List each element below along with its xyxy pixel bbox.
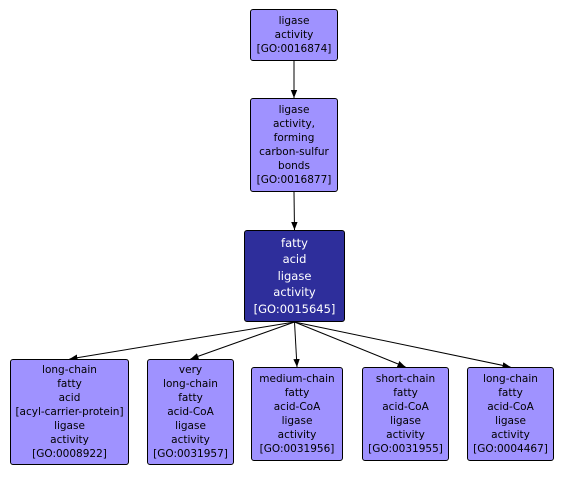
node-label-line: [acyl-carrier-protein] [15,406,124,418]
node-label-line: ligase [278,15,310,27]
node-label-line: ligase [277,268,312,283]
go-term-node-n16874[interactable]: ligase activity [GO:0016874] [250,9,338,61]
node-label-line: acid [58,392,81,404]
edge-n15645-to-n31955 [294,321,406,368]
node-label-line: ligase [495,415,526,427]
go-term-node-n4467[interactable]: long-chain fatty acid-CoA ligase activity [GO… [467,367,554,461]
node-label-line: activity [491,429,530,441]
node-label-line: acid-CoA [167,406,214,418]
node-label-line: fatty [284,387,310,399]
node-label-line: acid-CoA [382,401,429,413]
node-label-line: fatty [178,392,203,404]
node-label-line: activity [273,285,316,300]
edge-n15645-to-n31957 [190,321,295,360]
edge-n15645-to-n31956 [293,321,300,368]
edge-n15645-to-n4467 [294,321,511,369]
edge-n16877-to-n15645 [291,191,298,231]
node-label-line: long-chain [42,364,97,376]
node-label-line: fatty [57,378,82,390]
node-label-line: acid-CoA [487,401,534,413]
node-label-line: ligase [54,420,85,432]
go-term-node-n31956[interactable]: medium-chain fatty acid-CoA ligase activity [… [251,367,343,461]
node-label-line: [GO:0004467] [473,443,548,455]
node-label-line: [GO:0031955] [368,443,443,455]
node-label-line: forming [273,132,315,144]
node-label-line: [GO:0016874] [256,43,332,55]
node-label-line: acid [282,252,307,267]
node-label-line: long-chain [163,378,218,390]
node-label-line: activity [386,429,425,441]
node-label-line: ligase [278,104,310,116]
go-term-node-n31957[interactable]: very long-chain fatty acid-CoA ligase activit… [147,359,234,465]
node-label-line: acid-CoA [273,401,321,413]
node-label-line: activity [50,434,89,446]
node-label-line: [GO:0016877] [256,174,332,186]
node-label-line: activity [274,29,314,41]
node-label-line: ligase [390,415,421,427]
node-label-line: activity [277,429,317,441]
node-label-line: [GO:0015645] [253,301,336,316]
node-label-line: medium-chain [259,373,335,385]
node-label-line: [GO:0031957] [153,448,228,460]
go-term-node-n16877[interactable]: ligase activity, forming carbon-sulfur bonds… [250,98,338,192]
node-label-line: very [178,364,203,376]
node-label-line: activity [171,434,210,446]
go-term-node-n8922[interactable]: long-chain fatty acid [acyl-carrier-protein… [10,359,129,465]
node-label-line: ligase [281,415,313,427]
node-label-line: short-chain [375,373,436,385]
node-label-line: long-chain [483,373,538,385]
go-term-node-n31955[interactable]: short-chain fatty acid-CoA ligase activity [G… [362,367,449,461]
edge-n15645-to-n8922 [69,321,295,361]
node-label-line: fatty [281,235,308,250]
node-label-line: ligase [175,420,206,432]
node-label-line: fatty [498,387,523,399]
node-label-line: [GO:0008922] [32,448,107,460]
node-label-line: bonds [278,160,310,172]
node-label-line: carbon-sulfur [259,146,329,158]
node-label-line: fatty [393,387,418,399]
node-label-line: activity, [272,118,316,130]
node-label-line: [GO:0031956] [259,443,335,455]
